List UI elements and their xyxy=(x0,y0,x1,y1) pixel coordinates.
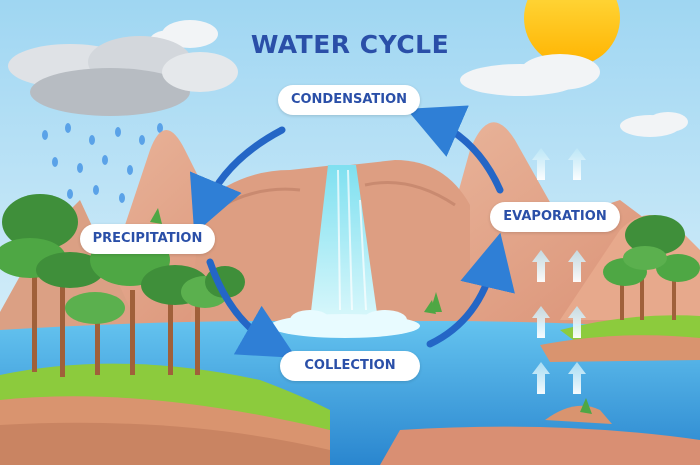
cloud-icon xyxy=(150,20,688,137)
page-title: WATER CYCLE xyxy=(250,30,450,59)
label-collection: COLLECTION xyxy=(280,351,420,381)
tree-icon xyxy=(603,215,700,320)
small-rock xyxy=(545,405,612,424)
label-precipitation: PRECIPITATION xyxy=(80,224,215,254)
cycle-arrow-icon xyxy=(189,105,515,358)
plant-icon xyxy=(150,208,592,414)
sun-icon xyxy=(524,0,620,66)
label-evaporation: EVAPORATION xyxy=(490,202,620,232)
rain-cloud-icon xyxy=(8,36,238,116)
water-splash xyxy=(270,310,420,338)
label-condensation: CONDENSATION xyxy=(278,85,420,115)
waterfall-icon xyxy=(310,165,378,320)
up-arrow-icon xyxy=(532,148,586,394)
